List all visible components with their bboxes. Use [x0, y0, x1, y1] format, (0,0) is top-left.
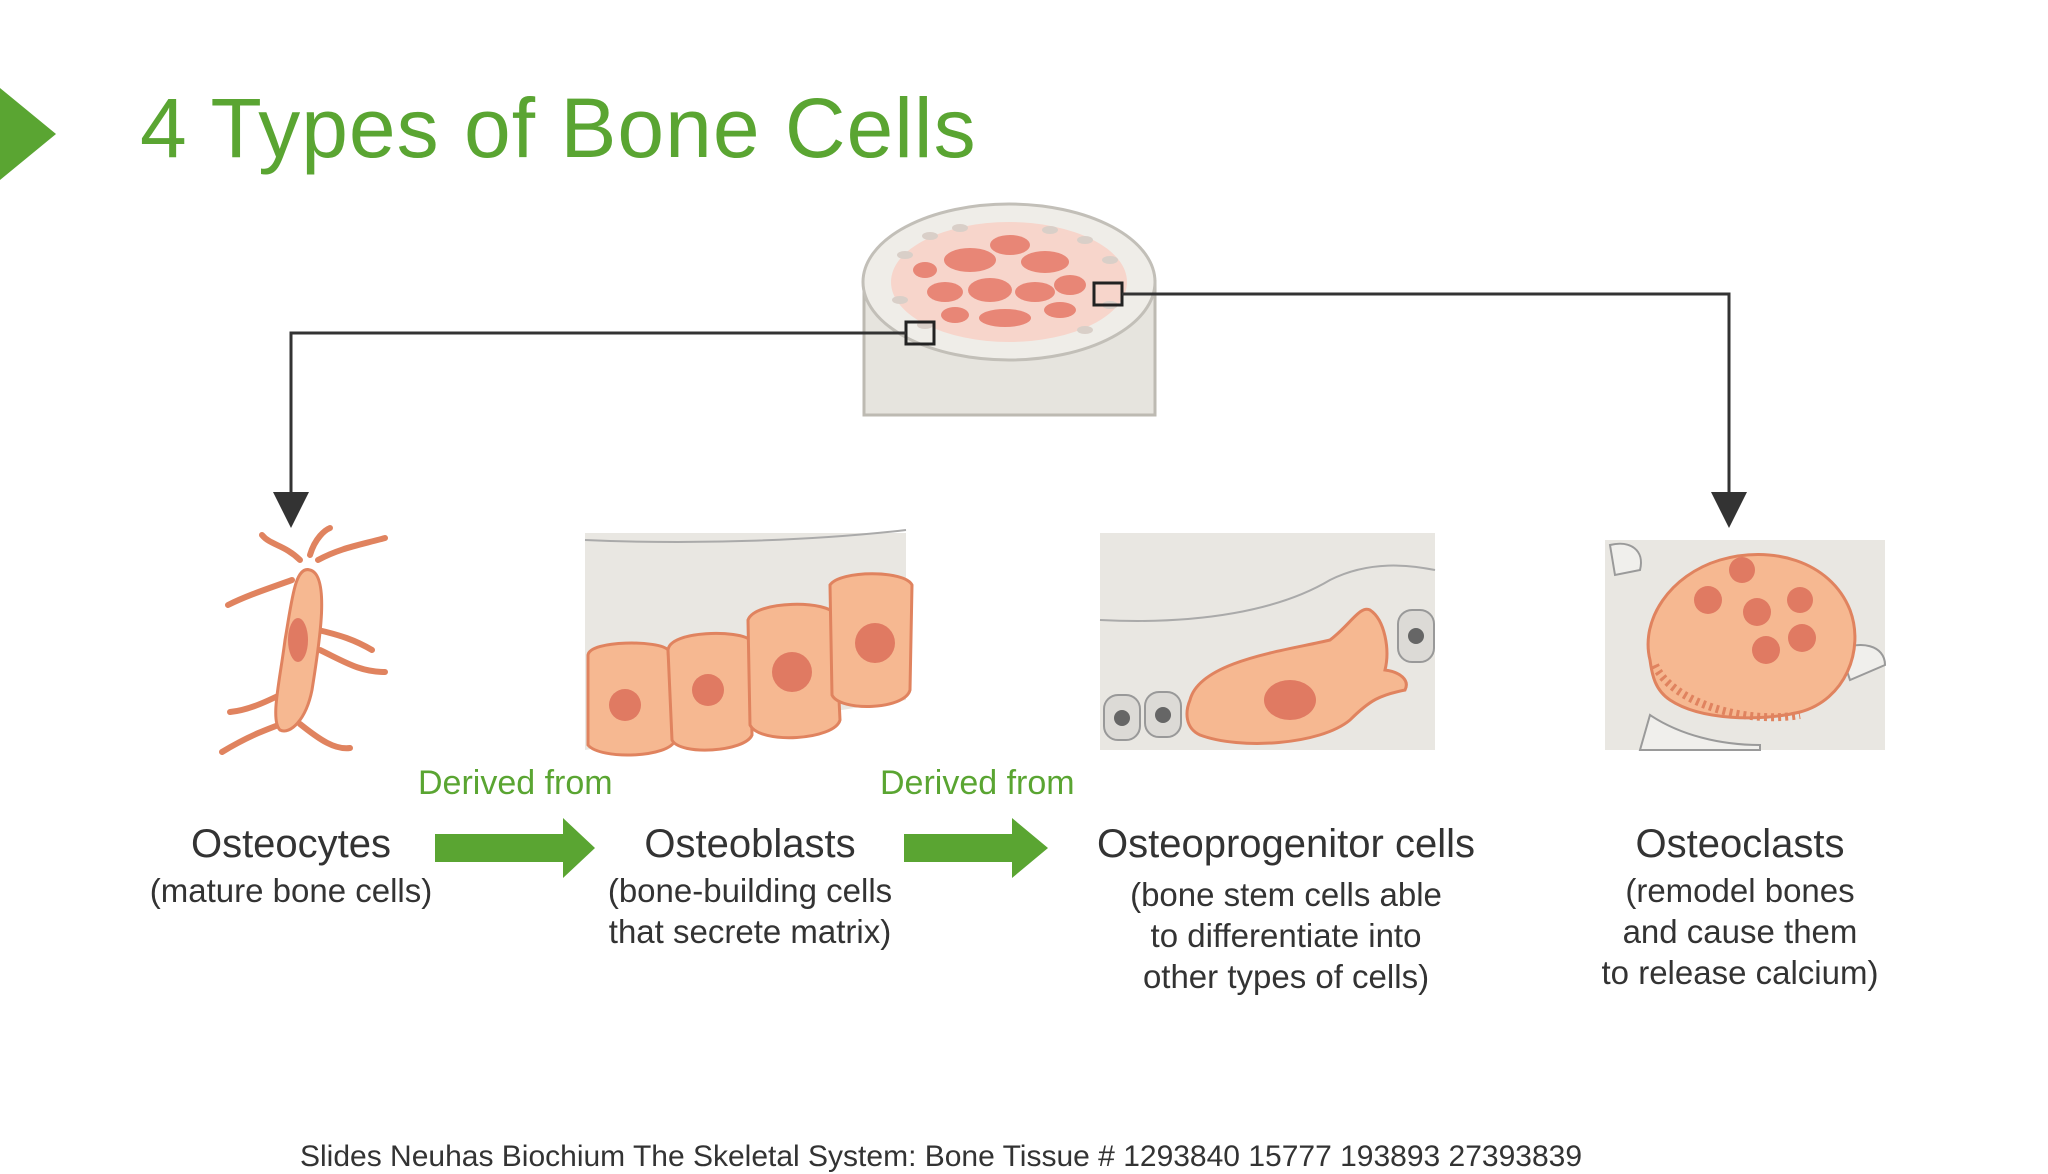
citation-footer: Slides Neuhas Biochium The Skeletal Syst… [300, 1140, 1583, 1173]
osteoblasts-name: Osteoblasts [644, 822, 856, 866]
connector-right [1122, 292, 1747, 528]
slide-title: 4 Types of Bone Cells [140, 81, 977, 175]
osteoblasts-icon [584, 529, 914, 757]
osteoclasts-name: Osteoclasts [1635, 822, 1845, 866]
osteoclasts-description: (remodel bones and cause them to release… [1601, 872, 1879, 991]
derived-from-label-2: Derived from [880, 764, 1075, 802]
osteoprogenitor-icon [1099, 533, 1436, 750]
osteoprogenitor-name: Osteoprogenitor cells [1097, 822, 1475, 866]
accent-chevron-icon [0, 88, 56, 180]
derived-from-label-1: Derived from [418, 764, 613, 802]
osteoclast-icon [1605, 540, 1887, 751]
osteocytes-name: Osteocytes [190, 822, 392, 866]
connector-left [273, 331, 906, 528]
derived-arrow-1 [435, 818, 595, 878]
osteocytes-description: (mature bone cells) [149, 872, 433, 909]
bone-cross-section-icon [861, 202, 1157, 417]
osteocyte-icon [219, 525, 388, 755]
derived-arrow-2 [904, 818, 1048, 878]
osteoprogenitor-description: (bone stem cells able to differentiate i… [1130, 876, 1442, 995]
osteoblasts-description: (bone-building cells that secrete matrix… [607, 872, 893, 950]
